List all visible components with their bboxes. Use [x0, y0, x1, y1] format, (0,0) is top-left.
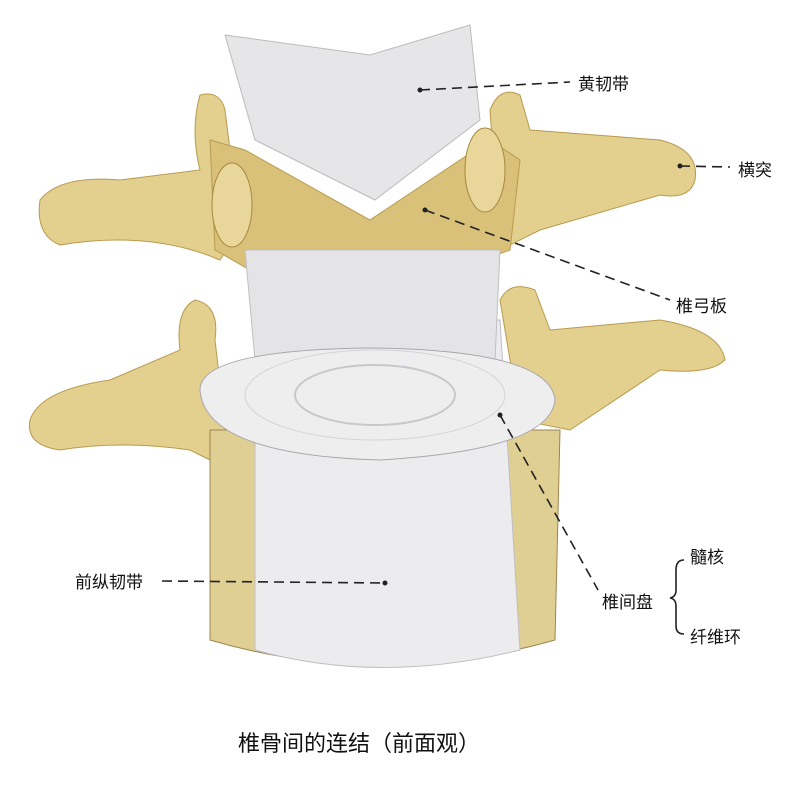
- lower-right-transverse-process: [499, 286, 726, 431]
- upper-left-transverse-process: [38, 93, 241, 261]
- upper-right-transverse-process: [489, 91, 697, 251]
- label-annulus-fibrosus: 纤维环: [690, 628, 741, 648]
- intervertebral-disc: [199, 347, 556, 461]
- leader-lines: [161, 81, 731, 591]
- label-nucleus-pulposus: 髓核: [690, 548, 724, 568]
- leader-dots: [382, 87, 683, 586]
- ligamentum-flavum: [224, 24, 481, 201]
- ligament-upper: [244, 249, 501, 361]
- annulus-fibrosus-ring: [244, 349, 506, 441]
- left-articular-facet: [211, 162, 253, 248]
- right-articular-facet: [464, 127, 506, 213]
- label-lamina: 椎弓板: [676, 297, 727, 317]
- label-transverse-process: 横突: [738, 161, 772, 181]
- label-ligamentum-flavum: 黄韧带: [578, 75, 629, 95]
- figure-caption: 椎骨间的连结（前面观）: [238, 732, 481, 757]
- brace: [669, 559, 685, 635]
- nucleus-pulposus: [294, 364, 456, 426]
- label-anterior-longitudinal-ligament: 前纵韧带: [75, 573, 143, 593]
- label-intervertebral-disc: 椎间盘: [602, 593, 653, 613]
- lower-left-transverse-process: [28, 299, 231, 471]
